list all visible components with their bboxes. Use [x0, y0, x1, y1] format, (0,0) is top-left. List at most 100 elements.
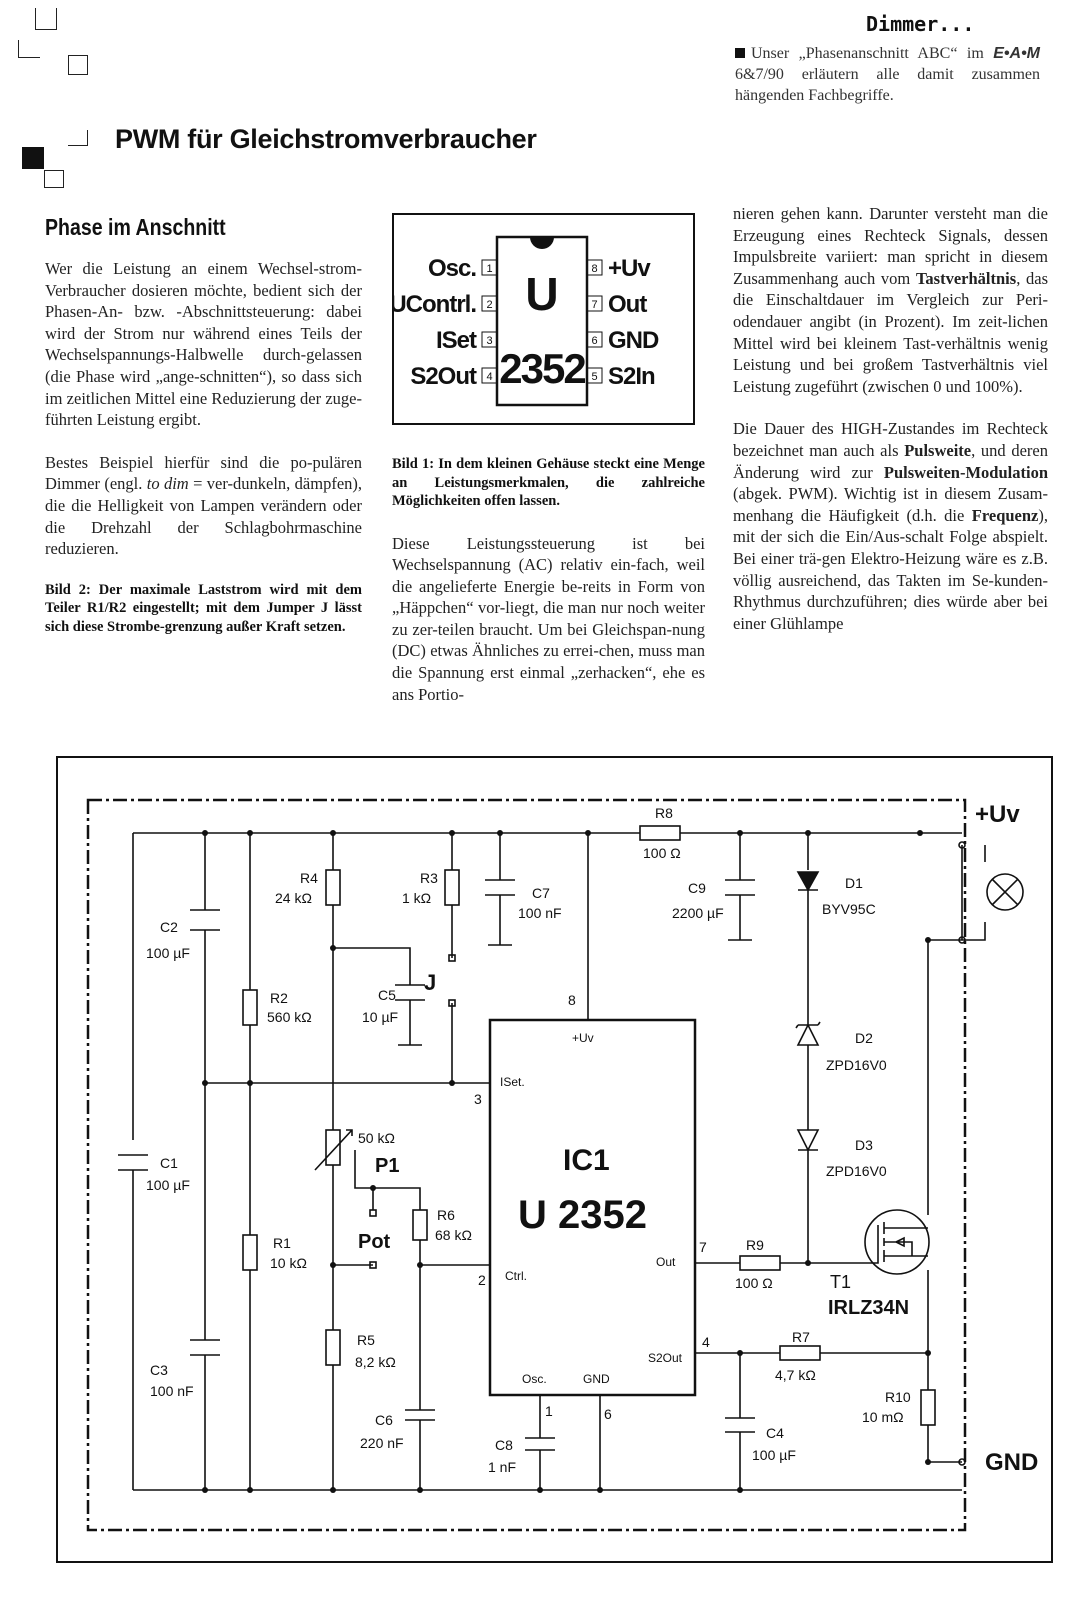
component-label: ZPD16V0 [826, 1057, 887, 1073]
component-label: 6 [604, 1406, 612, 1422]
component-label: 10 µF [362, 1009, 398, 1025]
component-label: C6 [375, 1412, 393, 1428]
pin-label: UContrl. [394, 291, 476, 318]
component-label: 100 Ω [735, 1275, 773, 1291]
component-label: J [424, 970, 436, 995]
component-label: C2 [160, 919, 178, 935]
chip-number: 2352 [499, 345, 585, 392]
component-label: GND [985, 1449, 1038, 1476]
component-label: U 2352 [518, 1193, 647, 1237]
component-label: 3 [474, 1091, 482, 1107]
component-label: 1 kΩ [402, 890, 431, 906]
column-1: Wer die Leistung an einem Wechsel-strom-… [45, 258, 362, 658]
pin-label: Out [608, 291, 647, 318]
component-label: +Uv [975, 801, 1020, 828]
paragraph: Bestes Beispiel hierfür sind die po-pulä… [45, 452, 362, 560]
text: ), mit der sich die Ein/Aus-schalt Folge… [733, 505, 1048, 633]
component-label: 1 [545, 1403, 553, 1419]
crop-mark [68, 55, 88, 75]
column-2: Bild 1: In dem kleinen Gehäuse steckt ei… [392, 455, 705, 726]
component-label: 100 nF [150, 1383, 194, 1399]
component-label: R3 [420, 870, 438, 886]
text: Bestes Beispiel hierfür sind die po-pulä… [45, 452, 362, 494]
pin-number: 4 [486, 371, 492, 383]
pin-box [586, 295, 603, 312]
component-label: 100 µF [146, 945, 190, 961]
component-label: 220 nF [360, 1435, 404, 1451]
component-label: ISet. [500, 1075, 525, 1089]
pin-number: 8 [591, 263, 597, 275]
component-label: 24 kΩ [275, 890, 312, 906]
sidebar-text: Unser „Phasenanschnitt ABC“ im [751, 45, 984, 62]
component-label: R8 [655, 805, 673, 821]
pin-number: 1 [486, 263, 492, 275]
pin-box [481, 295, 498, 312]
component-label: C7 [532, 885, 550, 901]
section-label: Dimmer... [866, 12, 975, 36]
component-label: 2200 µF [672, 905, 724, 921]
term: Pulsweite [904, 440, 972, 460]
component-label: 8,2 kΩ [355, 1354, 396, 1370]
pin-box [586, 331, 603, 348]
text: (abgek. PWM). Wichtig ist in diesem Zusa… [733, 484, 1048, 525]
sidebar-text-rest: 6&7/90 erläutern alle damit zusammen hän… [735, 66, 1040, 104]
pin-number: 3 [486, 335, 492, 347]
component-label: R4 [300, 870, 318, 886]
component-label: C9 [688, 880, 706, 896]
component-label: T1 [830, 1272, 851, 1292]
figure-caption: Bild 1: In dem kleinen Gehäuse steckt ei… [392, 456, 705, 509]
bullet-square-icon [735, 48, 745, 58]
registration-square [22, 147, 44, 169]
component-label: R7 [792, 1329, 810, 1345]
component-label: Ctrl. [505, 1269, 527, 1283]
component-label: GND [583, 1372, 610, 1386]
component-label: S2Out [648, 1351, 683, 1365]
pin-label: +Uv [608, 255, 651, 282]
component-label: 68 kΩ [435, 1227, 472, 1243]
component-label: R2 [270, 990, 288, 1006]
component-label: R5 [357, 1332, 375, 1348]
component-label: Out [656, 1255, 676, 1269]
crop-mark [35, 8, 57, 30]
text: , und deren Änderung wird zur [733, 440, 1048, 482]
text: = ver-dunkeln, dämpfen), die die Helligk… [45, 474, 363, 559]
pin-number: 2 [486, 299, 492, 311]
component-label: 100 µF [146, 1177, 190, 1193]
component-label: D2 [855, 1030, 873, 1046]
text: Die Dauer des HIGH-Zustandes im Rechteck… [733, 419, 1048, 460]
pin-number: 5 [591, 371, 597, 383]
paragraph: Diese Leistungssteuerung ist bei Wechsel… [392, 533, 705, 704]
section-heading: Phase im Anschnitt [45, 214, 226, 240]
component-label: 4,7 kΩ [775, 1367, 816, 1383]
term: Frequenz [971, 505, 1039, 525]
component-label: IC1 [563, 1144, 610, 1177]
component-label: BYV95C [822, 901, 876, 917]
component-label: D3 [855, 1137, 873, 1153]
pin-label: ISet [436, 327, 477, 354]
component-label: R6 [437, 1207, 455, 1223]
page-title: PWM für Gleichstromverbraucher [115, 124, 537, 154]
component-label: R1 [273, 1235, 291, 1251]
term: Tastverhältnis [915, 268, 1017, 288]
pin-box [586, 259, 603, 276]
sidebar-note: Unser „Phasenanschnitt ABC“ im E•A•M 6&7… [735, 43, 1040, 106]
text-italic: to dim [146, 474, 189, 494]
component-label: C1 [160, 1155, 178, 1171]
component-label: 2 [478, 1272, 486, 1288]
crop-mark [18, 40, 40, 58]
crop-mark [68, 130, 88, 146]
pin-number: 7 [591, 299, 597, 311]
component-label: 8 [568, 992, 576, 1008]
figure-caption: Bild 2: Der maximale Laststrom wird mit … [45, 581, 362, 635]
pin-label: S2In [608, 363, 655, 390]
component-label: 100 µF [752, 1447, 796, 1463]
paragraph: nieren gehen kann. Darunter versteht man… [733, 203, 1048, 397]
component-label: +Uv [572, 1031, 594, 1045]
pin-box [481, 259, 498, 276]
component-label: 7 [699, 1239, 707, 1255]
paragraph: Die Dauer des HIGH-Zustandes im Rechteck… [733, 418, 1048, 634]
component-label: C5 [378, 987, 396, 1003]
